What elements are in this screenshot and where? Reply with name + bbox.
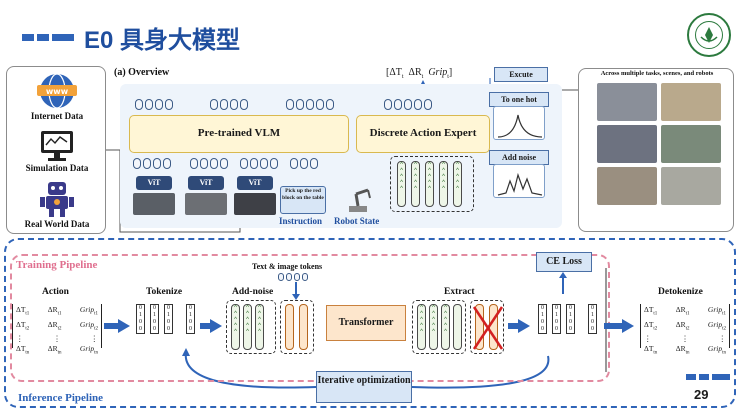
camera-view-image: [133, 193, 175, 215]
token-group: [133, 158, 171, 169]
robot-state-label: Robot State: [334, 216, 380, 226]
extracted-token-group: ^^^^^ ^^^^^ ^^^^^: [412, 300, 466, 354]
scene-photo: [661, 125, 721, 163]
flow-arrow-head: [118, 319, 130, 333]
token-group: [384, 99, 432, 110]
data-source-simulation: Simulation Data: [7, 127, 107, 173]
peak-curve-icon: [497, 114, 543, 138]
vlm-label: Pre-trained VLM: [197, 127, 281, 139]
token-group: [240, 158, 278, 169]
data-source-real-world: Real World Data: [7, 179, 107, 229]
noisy-token-group: ^^^^^ ^^^^^ ^^^^^: [226, 300, 276, 354]
flow-arrow: [200, 323, 212, 329]
token-group: [135, 99, 173, 110]
token-group: [290, 158, 318, 169]
robot-icon: [40, 182, 74, 217]
flow-arrow-head: [622, 319, 634, 333]
page-number: 29: [694, 387, 709, 402]
noisy-distribution: [493, 164, 545, 198]
svg-text:www: www: [46, 87, 69, 96]
tokenize-label: Tokenize: [146, 287, 183, 297]
data-source-label: Simulation Data: [25, 163, 89, 173]
noisy-curve-icon: [497, 172, 543, 196]
token-group: [278, 273, 308, 281]
expert-label: Discrete Action Expert: [369, 127, 477, 139]
data-source-label: Real World Data: [24, 219, 90, 229]
to-one-hot-box: To one hot: [489, 92, 549, 107]
scene-photo: [661, 83, 721, 121]
cross-icon: [472, 306, 504, 350]
robot-arm-icon: [349, 188, 371, 212]
noisy-action-tokens: ^^^^^ ^^^^^ ^^^^^ ^^^^^ ^^^^^: [390, 156, 474, 212]
text-image-tokens-label: Text & image tokens: [252, 262, 323, 271]
vit-encoder: ViT: [136, 176, 172, 190]
pretrained-vlm-box: Pre-trained VLM: [129, 115, 349, 153]
camera-view-image: [185, 193, 227, 215]
training-pipeline-label: Training Pipeline: [16, 259, 98, 271]
token-group: [210, 99, 248, 110]
scene-photo: [597, 125, 657, 163]
detokenize-label: Detokenize: [658, 287, 703, 297]
training-pipeline-frame: [10, 254, 610, 382]
data-source-label: Internet Data: [30, 111, 84, 121]
add-noise-label: Add-noise: [232, 287, 274, 297]
discrete-action-expert-box: Discrete Action Expert: [356, 115, 490, 153]
inference-pipeline-frame: [4, 238, 736, 408]
instruction-label: Instruction: [279, 216, 323, 226]
flow-arrow-head: [210, 319, 222, 333]
robot-scenes-panel: Across multiple tasks, scenes, and robot…: [578, 68, 734, 232]
globe-www-icon: www: [37, 73, 77, 109]
ce-loss-box: CE Loss: [536, 252, 592, 272]
scene-photo: [661, 167, 721, 205]
context-token-group: [280, 300, 314, 354]
discarded-token-group: [470, 300, 504, 354]
university-seal-icon: [687, 13, 731, 57]
data-sources-panel: www Internet Data Simulation Data Real W…: [6, 66, 106, 234]
data-source-internet: www Internet Data: [7, 71, 107, 121]
instruction-text-box: Pick up the red block on the table: [280, 186, 326, 214]
scenes-caption: Across multiple tasks, scenes, and robot…: [600, 70, 714, 77]
action-output-labels: [ΔTt ΔRt Gript]: [386, 67, 453, 80]
execute-box: Excute: [494, 67, 548, 82]
one-hot-distribution: [493, 106, 545, 140]
scene-photo: [597, 83, 657, 121]
overview-title: (a) Overview: [114, 67, 170, 78]
flow-arrow: [104, 323, 120, 329]
camera-view-image: [234, 193, 276, 215]
iterative-optimization-box: Iterative optimization: [316, 371, 412, 403]
inference-pipeline-label: Inference Pipeline: [18, 392, 104, 404]
flow-arrow: [604, 323, 624, 329]
vit-encoder: ViT: [237, 176, 273, 190]
token-group: [286, 99, 334, 110]
transformer-block: Transformer: [326, 305, 406, 341]
flow-arrow-head: [518, 319, 530, 333]
scene-photo: [597, 167, 657, 205]
add-noise-box: Add noise: [489, 150, 549, 165]
action-label: Action: [42, 287, 69, 297]
flow-arrow: [508, 323, 520, 329]
vit-encoder: ViT: [188, 176, 224, 190]
monitor-icon: [41, 131, 73, 161]
extract-label: Extract: [444, 287, 475, 297]
page-title: E0 具身大模型: [84, 27, 241, 54]
token-group: [190, 158, 228, 169]
